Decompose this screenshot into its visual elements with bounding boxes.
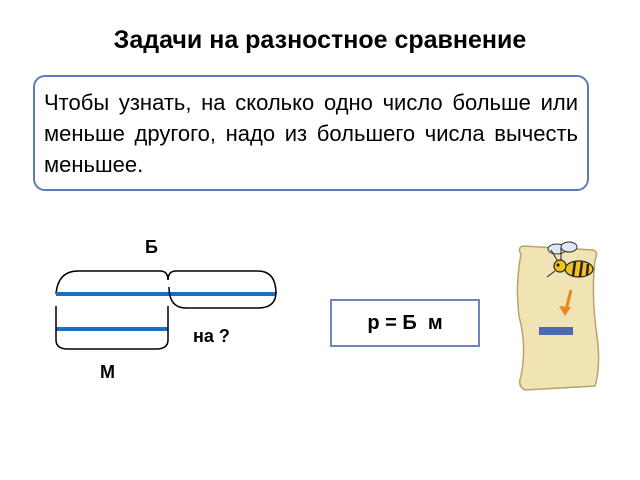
top-brace-right xyxy=(167,270,277,295)
bottom-brace xyxy=(55,306,169,350)
scroll-illustration xyxy=(516,241,600,391)
bee-icon xyxy=(546,241,594,278)
label-difference: на ? xyxy=(193,326,230,346)
rule-box: Чтобы узнать, на сколько одно число боль… xyxy=(33,75,589,191)
page-title: Задачи на разностное сравнение xyxy=(113,26,527,54)
rule-text: Чтобы узнать, на сколько одно число боль… xyxy=(44,90,578,177)
arrow-down-icon xyxy=(559,289,573,316)
minus-sign-icon xyxy=(539,327,573,335)
label-small: М xyxy=(100,362,115,382)
scroll-paper xyxy=(516,245,600,391)
difference-brace xyxy=(168,286,277,309)
label-big: Б xyxy=(145,237,158,257)
formula-box: р = Б м xyxy=(330,299,480,347)
top-brace-left xyxy=(55,270,169,295)
